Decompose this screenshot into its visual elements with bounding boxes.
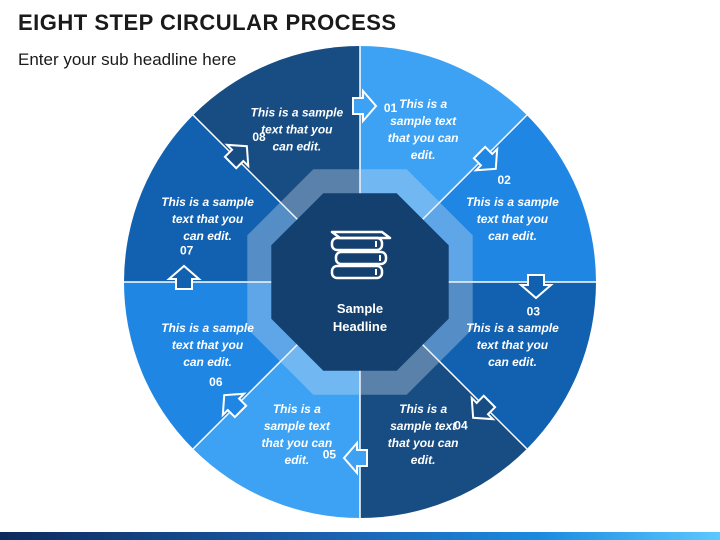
step-text-line: text that you [477,212,549,226]
step-text-line: that you can [388,131,459,145]
step-number-06: 06 [209,375,223,389]
step-text-line: This is a sample [161,321,254,335]
step-text-07: This is a sample text that you can edit. [161,195,254,243]
step-text-08: This is a sample text that you can edit. [250,106,343,154]
step-text-04: This is a sample text that you can edit. [388,402,459,467]
arrow-icon [223,143,250,170]
arrow-icon [166,264,202,290]
step-text-line: can edit. [488,355,537,369]
step-text-03: This is a sample text that you can edit. [466,321,559,369]
step-text-line: This is a sample [466,321,559,335]
step-text-line: This is a sample [250,106,343,120]
arrow-icon [352,88,378,124]
step-text-line: sample text [390,114,457,128]
page-subtitle: Enter your sub headline here [18,50,237,69]
step-text-line: This is a sample [161,195,254,209]
arrow-icon [472,145,499,172]
step-text-06: This is a sample text that you can edit. [161,321,254,369]
step-number-07: 07 [180,244,194,258]
step-text-01: This is a sample text that you can edit. [388,97,459,162]
page-title: EIGHT STEP CIRCULAR PROCESS [18,10,397,35]
step-text-line: edit. [411,148,436,162]
step-text-line: edit. [411,453,436,467]
step-number-02: 02 [497,173,511,187]
step-text-line: sample text [264,419,331,433]
step-text-line: can edit. [183,355,232,369]
center-hub [271,193,449,371]
step-text-line: edit. [285,453,310,467]
step-numbers: 01 02 03 04 05 06 07 08 [180,101,540,462]
step-number-03: 03 [527,305,541,319]
arrow-icon [518,274,554,300]
step-arrows [166,88,554,476]
step-text-line: This is a sample [466,195,559,209]
arrow-icon [342,440,368,476]
step-text-line: can edit. [488,229,537,243]
step-text-line: sample text [390,419,457,433]
step-text-line: can edit. [183,229,232,243]
step-text-line: text that you [261,123,333,137]
step-number-04: 04 [454,418,468,432]
step-number-05: 05 [323,447,337,461]
center-label-line2: Headline [333,319,387,334]
step-text-line: that you can [262,436,333,450]
step-number-08: 08 [252,130,266,144]
step-text-line: text that you [172,338,244,352]
step-number-01: 01 [384,101,398,115]
step-text-line: text that you [477,338,549,352]
step-text-02: This is a sample text that you can edit. [466,195,559,243]
arrow-icon [221,392,248,419]
step-text-line: text that you [172,212,244,226]
books-icon [330,230,392,280]
step-text-05: This is a sample text that you can edit. [262,402,333,467]
center-label-line1: Sample [337,301,383,316]
footer-bar [0,532,720,540]
arrow-icon [470,394,497,421]
step-text-line: This is a [399,97,447,111]
step-text-line: that you can [388,436,459,450]
step-text-line: can edit. [273,140,322,154]
step-text-line: This is a [273,402,321,416]
step-text-line: This is a [399,402,447,416]
